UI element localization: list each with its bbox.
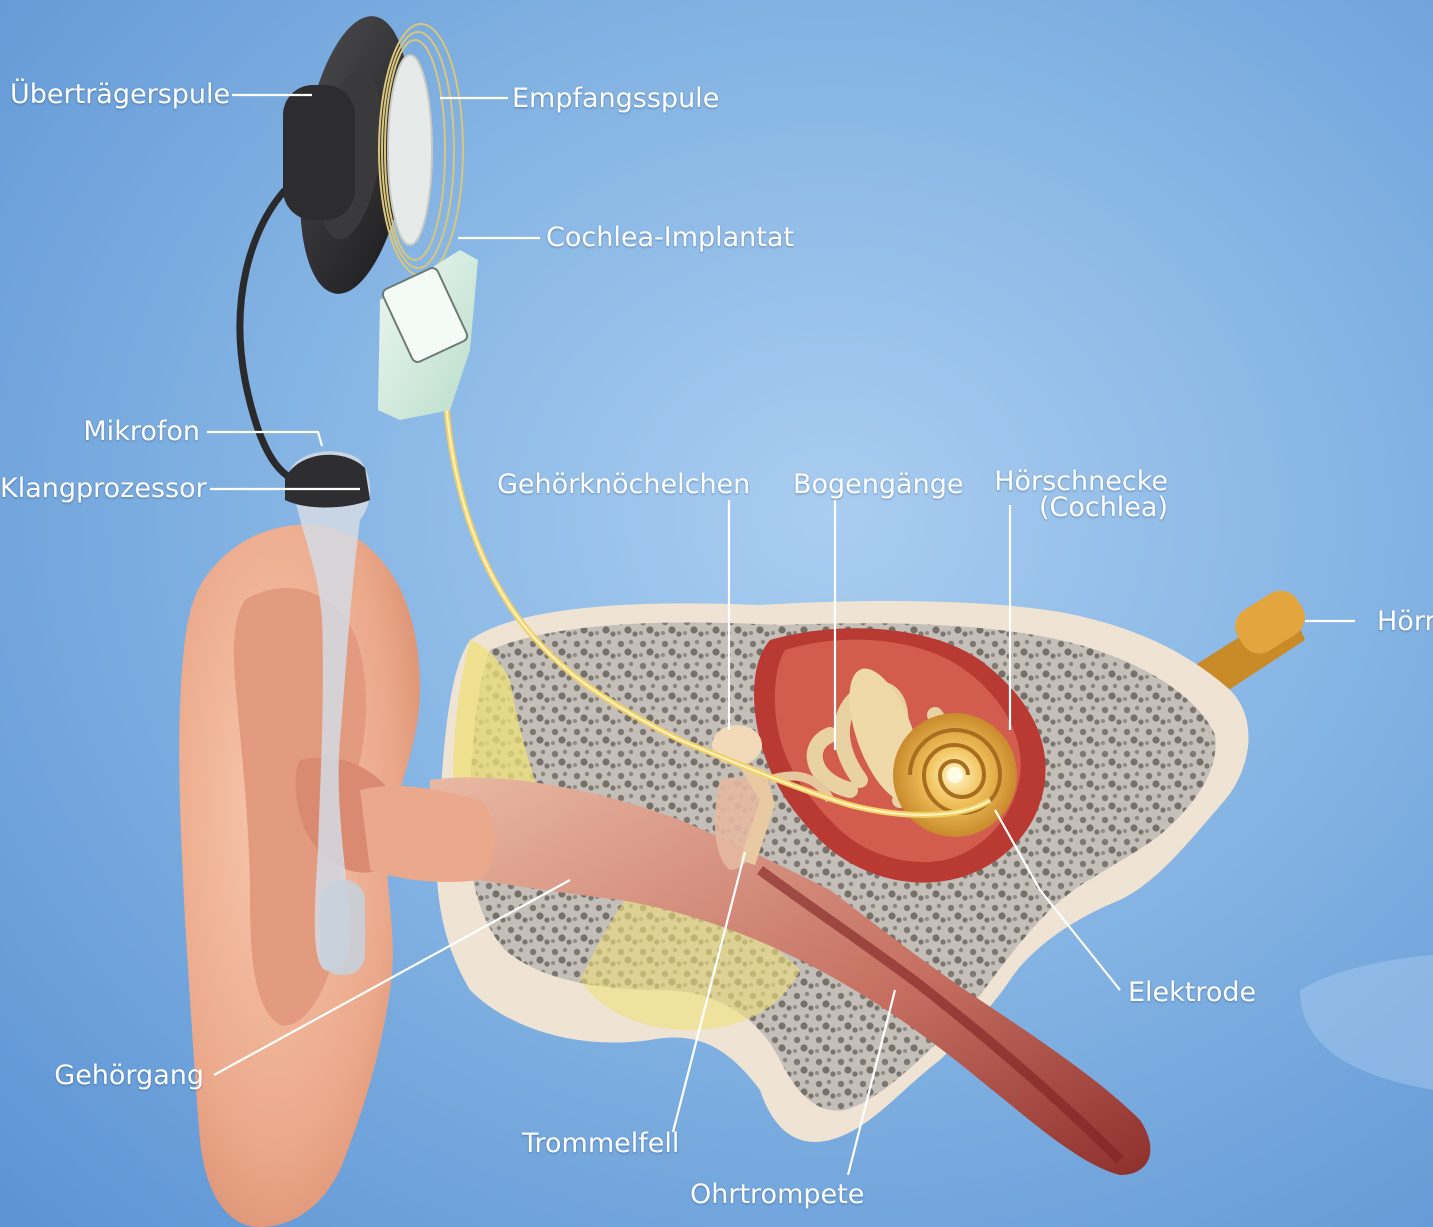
label-hoernerv-partial: Hörr (1377, 608, 1433, 636)
label-gehoerknoechelchen: Gehörknöchelchen (497, 471, 750, 499)
label-elektrode: Elektrode (1128, 979, 1256, 1007)
label-gehoergang: Gehörgang (20, 1062, 204, 1090)
label-trommelfell: Trommelfell (522, 1130, 679, 1158)
label-klangprozessor: Klangprozessor (0, 475, 203, 503)
label-hoerschnecke: Hörschnecke (Cochlea) (980, 469, 1168, 521)
label-cochlea-implantat: Cochlea-Implantat (546, 224, 794, 252)
processor-cable (240, 190, 295, 480)
label-bogengaenge: Bogengänge (793, 471, 963, 499)
label-uebertraegerspule: Überträgerspule (10, 81, 228, 109)
label-ohrtrompete: Ohrtrompete (690, 1181, 864, 1209)
label-hoerschnecke-line2: (Cochlea) (980, 495, 1168, 521)
background-highlight (1300, 955, 1433, 1090)
label-mikrofon: Mikrofon (30, 418, 200, 446)
cochlea (893, 713, 1017, 837)
receiver-coil (379, 24, 463, 276)
label-empfangsspule: Empfangsspule (512, 85, 719, 113)
implant-body (378, 250, 478, 420)
